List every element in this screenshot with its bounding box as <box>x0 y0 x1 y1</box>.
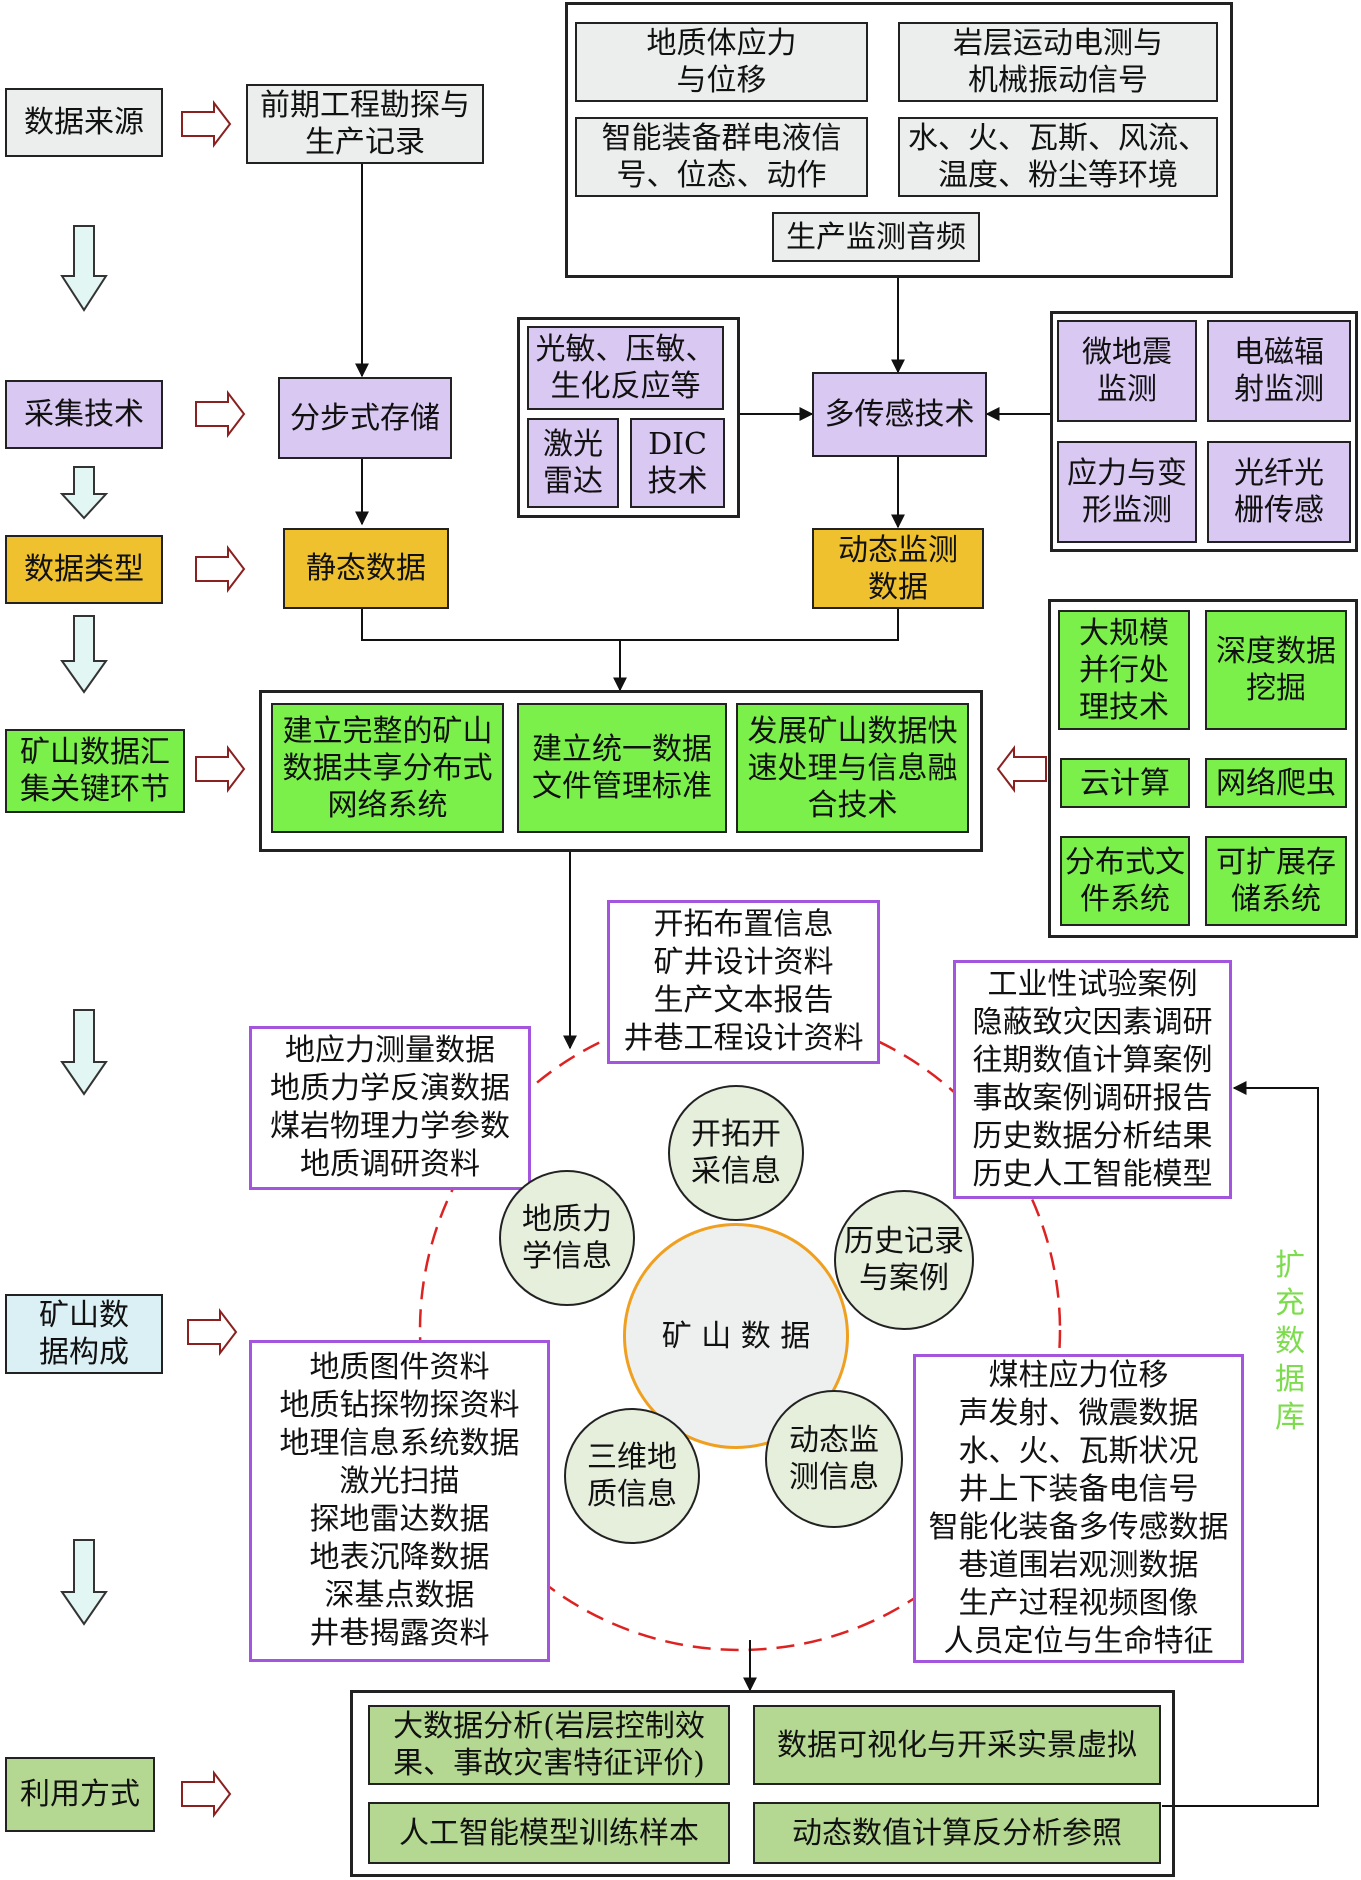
satellite-development-info: 开拓开 采信息 <box>668 1085 804 1221</box>
composition-top-box: 开拓布置信息 矿井设计资料 生产文本报告 井巷工程设计资料 <box>607 900 880 1064</box>
stage-aggregation: 矿山数据汇 集关键环节 <box>5 729 185 813</box>
stage-composition: 矿山数 据构成 <box>5 1294 163 1374</box>
source-audio: 生产监测音频 <box>772 212 980 262</box>
usage-ai-training: 人工智能模型训练样本 <box>368 1802 730 1864</box>
aggregate-fast-processing: 发展矿山数据快 速处理与信息融 合技术 <box>736 703 969 833</box>
stage-arrow-aggregate <box>195 745 246 793</box>
tech-arrow-into-aggregate <box>996 745 1047 793</box>
multi-sensor-tech: 多传感技术 <box>812 372 987 457</box>
early-survey-records: 前期工程勘探与 生产记录 <box>246 84 484 164</box>
sensor-fiber-grating: 光纤光 栅传感 <box>1207 441 1351 543</box>
source-smart-equipment: 智能装备群电液信 号、位态、动作 <box>575 117 868 197</box>
tech-cloud-computing: 云计算 <box>1060 758 1190 808</box>
usage-visualization: 数据可视化与开采实景虚拟 <box>753 1705 1161 1785</box>
stage-arrow-collect <box>195 390 246 438</box>
stage-usage: 利用方式 <box>5 1757 155 1832</box>
stage-arrow-composition <box>187 1308 238 1356</box>
stage-data-source: 数据来源 <box>5 88 163 157</box>
static-data: 静态数据 <box>283 528 449 609</box>
sensor-stress-deformation: 应力与变 形监测 <box>1057 441 1197 543</box>
sensor-microseismic: 微地震 监测 <box>1057 320 1197 422</box>
composition-left-box: 地应力测量数据 地质力学反演数据 煤岩物理力学参数 地质调研资料 <box>249 1026 531 1190</box>
tech-scalable-storage: 可扩展存 储系统 <box>1205 836 1347 926</box>
tech-distributed-fs: 分布式文 件系统 <box>1060 836 1190 926</box>
tech-deep-mining: 深度数据 挖掘 <box>1205 610 1347 730</box>
flow-arrow-3 <box>60 615 108 694</box>
sensor-dic: DIC 技术 <box>630 418 725 508</box>
composition-right-box: 工业性试验案例 隐蔽致灾因素调研 往期数值计算案例 事故案例调研报告 历史数据分… <box>953 960 1232 1199</box>
monitoring-source-frame <box>565 2 1233 278</box>
stage-arrow-type <box>195 545 246 593</box>
stage-data-type: 数据类型 <box>5 535 163 604</box>
bigdata-tech-frame <box>1048 599 1358 938</box>
composition-bottom-left-box: 地质图件资料 地质钻探物探资料 地理信息系统数据 激光扫描 探地雷达数据 地表沉… <box>249 1340 550 1662</box>
connector-dynamic-to-aggregate <box>620 609 899 641</box>
satellite-dynamic-monitoring-info: 动态监 测信息 <box>765 1390 903 1528</box>
satellite-geomechanics-info: 地质力 学信息 <box>499 1170 635 1306</box>
stage-arrow-usage <box>181 1770 232 1818</box>
flow-arrow-2 <box>59 466 109 520</box>
usage-numerical-inversion: 动态数值计算反分析参照 <box>753 1802 1161 1864</box>
sensor-electromagnetic: 电磁辐 射监测 <box>1207 320 1351 422</box>
left-sensor-frame <box>517 317 740 518</box>
composition-bottom-right-box: 煤柱应力位移 声发射、微震数据 水、火、瓦斯状况 井上下装备电信号 智能化装备多… <box>913 1354 1244 1663</box>
flow-arrow-1 <box>60 225 108 312</box>
sensor-lidar: 激光 雷达 <box>527 418 619 508</box>
source-rock-movement: 岩层运动电测与 机械振动信号 <box>898 22 1218 102</box>
flow-arrow-5 <box>60 1539 108 1626</box>
aggregate-shared-network: 建立完整的矿山 数据共享分布式 网络系统 <box>271 703 504 833</box>
satellite-3d-geology-info: 三维地 质信息 <box>564 1408 700 1544</box>
stage-collection-tech: 采集技术 <box>5 380 163 449</box>
satellite-history-cases: 历史记录 与案例 <box>834 1190 974 1330</box>
flow-arrow-4 <box>60 1009 108 1096</box>
aggregation-frame <box>259 690 983 852</box>
usage-frame <box>350 1690 1175 1877</box>
aggregate-unified-standard: 建立统一数据 文件管理标准 <box>517 703 727 833</box>
expand-database-label: 扩 充 数 据 库 <box>1275 1248 1305 1435</box>
stepwise-storage: 分步式存储 <box>278 377 452 459</box>
stage-arrow-source <box>181 100 232 148</box>
sensor-photosensitive: 光敏、压敏、 生化反应等 <box>527 326 724 410</box>
source-environment: 水、火、瓦斯、风流、 温度、粉尘等环境 <box>898 117 1218 197</box>
usage-bigdata-analysis: 大数据分析(岩层控制效 果、事故灾害特征评价) <box>368 1705 730 1785</box>
connector-static-to-aggregate <box>361 609 620 641</box>
composition-dashed-ring <box>418 1008 1062 1652</box>
tech-parallel-processing: 大规模 并行处 理技术 <box>1058 610 1190 730</box>
right-sensor-frame <box>1050 311 1358 552</box>
source-geo-stress: 地质体应力 与位移 <box>575 22 868 102</box>
connector-usage-to-history <box>1162 1081 1319 1807</box>
dynamic-monitoring-data: 动态监测 数据 <box>812 528 984 609</box>
tech-web-crawler: 网络爬虫 <box>1205 758 1347 808</box>
